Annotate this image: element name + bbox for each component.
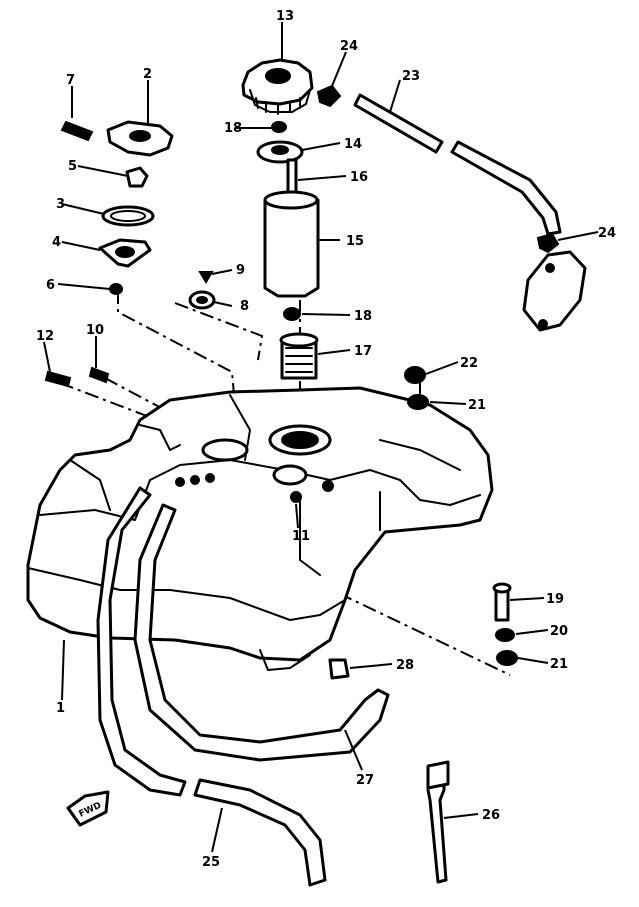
hose-23 — [353, 93, 562, 236]
small-fitting — [271, 121, 287, 133]
cover-plate-2 — [106, 120, 174, 157]
callout-23: 23 — [402, 69, 420, 84]
bolt-19 — [492, 582, 512, 622]
bolt-10 — [88, 366, 110, 384]
callout-2: 2 — [143, 67, 152, 82]
callout-19: 19 — [546, 592, 564, 607]
screw-9 — [198, 271, 214, 284]
side-plate — [522, 250, 587, 332]
leader-lines — [43, 22, 599, 853]
callout-16: 16 — [350, 170, 368, 185]
plug-6 — [109, 283, 123, 295]
callout-20: 20 — [550, 624, 568, 639]
nut-5 — [125, 166, 149, 188]
callout-18a: 18 — [224, 121, 242, 136]
washer-8 — [188, 290, 216, 310]
callout-6: 6 — [46, 278, 55, 293]
callout-1: 1 — [56, 701, 65, 716]
callout-25: 25 — [202, 855, 220, 870]
grommet-22 — [404, 366, 426, 384]
gasket-3 — [101, 205, 155, 227]
callout-7: 7 — [66, 73, 75, 88]
callout-18b: 18 — [354, 309, 372, 324]
callout-10: 10 — [86, 323, 104, 338]
fwd-arrow: FWD — [66, 790, 110, 827]
bolt-12 — [44, 370, 72, 388]
callout-numbers: 1 2 3 4 5 6 7 8 9 10 11 12 13 14 15 16 1… — [36, 9, 616, 870]
filter-joint — [283, 307, 301, 321]
callout-26: 26 — [482, 808, 500, 823]
hoses — [96, 486, 390, 887]
callout-17: 17 — [354, 344, 372, 359]
callout-22: 22 — [460, 356, 478, 371]
callout-21a: 21 — [468, 398, 486, 413]
collar-20 — [495, 628, 515, 642]
callout-21b: 21 — [550, 657, 568, 672]
callout-9: 9 — [236, 263, 245, 278]
callout-13: 13 — [276, 9, 294, 24]
callout-12: 12 — [36, 329, 54, 344]
callout-5: 5 — [68, 159, 77, 174]
callout-4: 4 — [52, 235, 61, 250]
cap-gasket — [256, 140, 304, 164]
fuel-filter-cylinder — [263, 190, 320, 298]
seat-4 — [98, 238, 152, 268]
callout-11: 11 — [292, 529, 310, 544]
callout-27: 27 — [356, 773, 374, 788]
strap-26 — [426, 760, 450, 884]
callout-15: 15 — [346, 234, 364, 249]
callout-14: 14 — [344, 137, 362, 152]
bolt-7 — [60, 120, 94, 142]
clip-24a — [316, 84, 342, 108]
washer-21b — [496, 650, 518, 666]
clip-24b — [536, 232, 560, 254]
washer-21a — [407, 394, 429, 410]
callout-8: 8 — [240, 299, 249, 314]
strainer — [279, 332, 319, 380]
callout-24a: 24 — [340, 39, 358, 54]
callout-28: 28 — [396, 658, 414, 673]
fuel-cap — [241, 58, 314, 115]
callout-3: 3 — [56, 197, 65, 212]
clamp-28 — [328, 658, 350, 680]
callout-24b: 24 — [598, 226, 616, 241]
